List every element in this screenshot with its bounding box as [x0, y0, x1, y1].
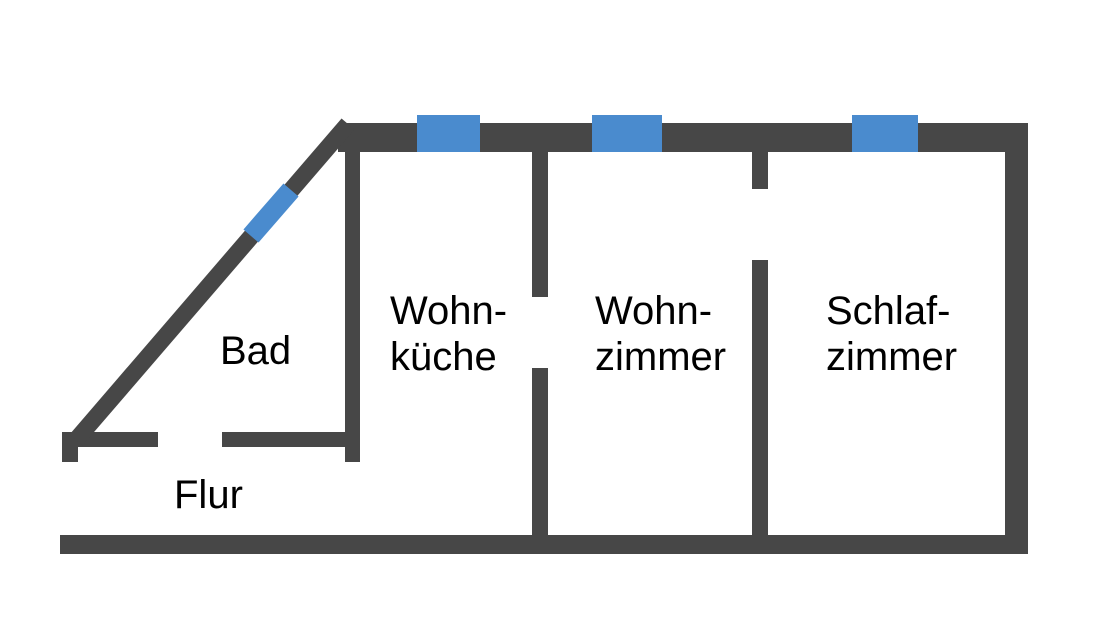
wohnkueche-left-wall [345, 152, 360, 462]
room-label-wohnkueche: Wohn- küche [390, 288, 507, 380]
bottom-wall [60, 535, 1028, 554]
right-wall [1005, 152, 1028, 554]
room-label-wohnkueche-line1: Wohn- [390, 289, 508, 333]
room-label-wohnzimmer: Wohn- zimmer [595, 288, 726, 380]
windows-group [417, 115, 918, 152]
flur-bad-wall-right [222, 432, 360, 447]
room-label-schlafzimmer-line2: zimmer [826, 335, 958, 379]
room-label-flur-line1: Flur [174, 473, 243, 517]
top-wall-mid-segment [480, 123, 592, 152]
kueche-wohnzimmer-wall-bottom [532, 368, 548, 538]
flur-bad-wall-left-stub [62, 432, 78, 462]
window-top-2 [592, 115, 662, 152]
kueche-wohnzimmer-wall-top [532, 152, 548, 297]
window-diagonal [243, 183, 299, 243]
room-label-schlafzimmer: Schlaf- zimmer [826, 288, 957, 380]
diagonal-wall [69, 118, 355, 446]
room-label-wohnzimmer-line1: Wohn- [595, 289, 713, 333]
top-wall-mid2-segment [662, 123, 852, 152]
room-label-bad-line1: Bad [220, 329, 292, 373]
wohnzimmer-schlafzimmer-wall-stub [752, 152, 768, 189]
window-top-3 [852, 115, 918, 152]
walls-group [60, 123, 1028, 554]
room-label-wohnkueche-line2: küche [390, 335, 497, 379]
top-wall-right-segment [918, 123, 1028, 152]
room-label-schlafzimmer-line1: Schlaf- [826, 289, 951, 333]
room-label-flur: Flur [174, 472, 243, 518]
room-label-wohnzimmer-line2: zimmer [595, 335, 727, 379]
room-label-bad: Bad [220, 328, 291, 374]
wohnzimmer-schlafzimmer-wall [752, 260, 768, 538]
window-top-1 [417, 115, 480, 152]
